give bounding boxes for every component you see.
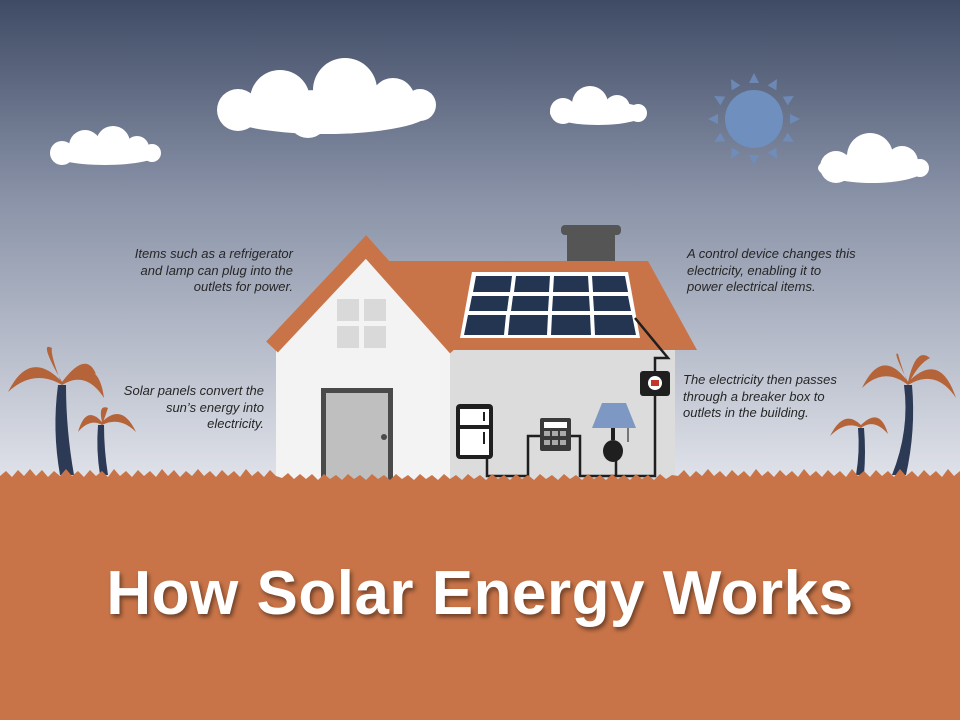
callout-appliances: Items such as a refrigerator and lamp ca…: [134, 246, 293, 294]
callout-control-device: A control device changes this electricit…: [687, 246, 856, 294]
chimney-icon: [561, 225, 621, 266]
cloud-icon: [217, 58, 436, 138]
palm-tree-icon: [862, 353, 956, 475]
window-icon: [337, 299, 386, 348]
breaker-box-icon: [540, 418, 571, 451]
sun-icon: [708, 73, 800, 165]
cloud-icon: [50, 126, 161, 165]
door-icon: [321, 388, 393, 484]
callout-breaker-box: The electricity then passes through a br…: [683, 372, 837, 420]
palm-tree-icon: [8, 346, 104, 475]
cloud-icon: [550, 86, 647, 125]
callout-solar-panels: Solar panels convert the sun’s energy in…: [123, 383, 264, 431]
solar-panel-icon: [460, 272, 640, 338]
ground: [0, 469, 960, 720]
palm-tree-icon: [78, 407, 136, 475]
refrigerator-icon: [456, 404, 493, 459]
page-title: How Solar Energy Works: [106, 559, 854, 628]
roof-gable: [266, 235, 462, 354]
house-front-wall: [276, 252, 450, 483]
control-device-icon: [640, 371, 670, 396]
house: [266, 225, 697, 484]
cloud-icon: [818, 133, 929, 183]
panel-wire: [634, 317, 671, 375]
lamp-icon: [592, 403, 636, 462]
palm-tree-icon: [830, 417, 888, 475]
